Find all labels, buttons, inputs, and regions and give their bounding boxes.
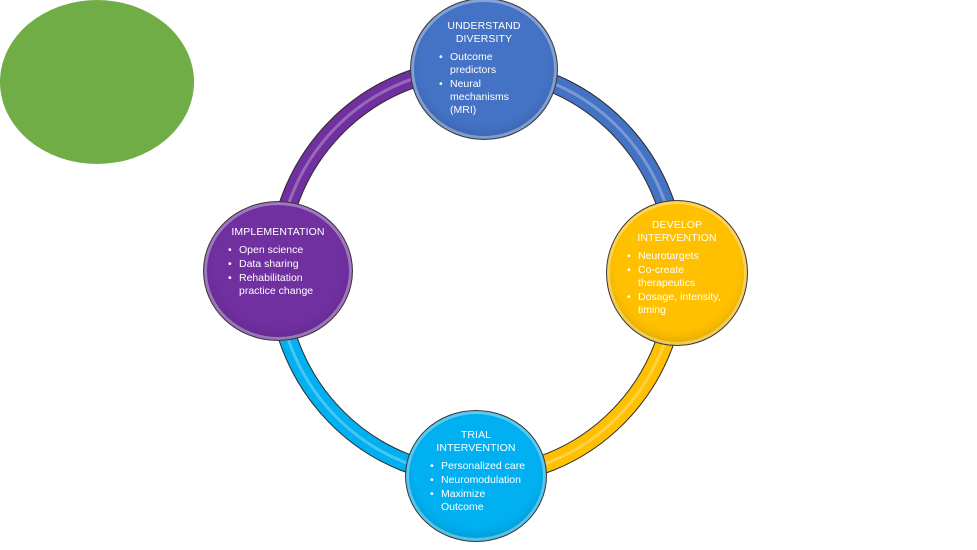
bullet-icon: • (627, 291, 631, 303)
node-bullet-text: therapeutics (638, 277, 696, 289)
node-bullet-item: • Neuromodulation (430, 474, 525, 487)
node-bullet-text: Rehabilitation (239, 272, 303, 284)
node-bullet-text: predictors (450, 64, 497, 76)
node-bullet-text: Data sharing (239, 258, 299, 270)
node-title-line: UNDERSTAND (447, 20, 521, 32)
node-bullet-text: (MRI) (450, 104, 477, 116)
node-title-line: TRIAL (460, 429, 492, 441)
bullet-icon: • (627, 250, 631, 262)
node-bullet-item: • Data sharing (228, 258, 313, 271)
node-bullet-text: practice change (239, 285, 314, 297)
node-bullet-text: Neurotargets (638, 250, 699, 262)
node-bullet-text: Open science (239, 244, 304, 256)
node-bullet-item: • Personalized care (430, 460, 525, 473)
node-bullet-list: • Personalized care • Neuromodulation • Maxim… (430, 460, 525, 515)
node-bullet-text: Neuromodulation (441, 474, 521, 486)
node-title: IMPLEMENTATION (204, 226, 352, 239)
node-bullet-text: mechanisms (450, 91, 509, 103)
node-bullet-text: Outcome (450, 51, 493, 63)
bullet-icon: • (439, 78, 443, 90)
node-bullet-item: • Dosage, intensity,timing (627, 291, 721, 317)
node-bullet-item: • Open science (228, 244, 313, 257)
node-bullet-list: • Open science • Data sharing • Rehabilitatio… (228, 244, 313, 299)
node-bullet-text: Dosage, intensity, (638, 291, 721, 303)
node-title-line: INTERVENTION (436, 442, 516, 454)
node-bullet-text: Neural (450, 78, 481, 90)
node-bullet-text: Outcome (441, 501, 484, 513)
node-title-line: IMPLEMENTATION (231, 226, 325, 238)
bullet-icon: • (627, 264, 631, 276)
node-bullet-text: Personalized care (441, 460, 526, 472)
bullet-icon: • (439, 51, 443, 63)
node-title-line: DIVERSITY (455, 33, 513, 45)
bullet-icon: • (228, 258, 232, 270)
node-title-line: INTERVENTION (637, 232, 717, 244)
node-title-line: DEVELOP (651, 219, 703, 231)
node-bullet-text: Co-create (638, 264, 685, 276)
bullet-icon: • (430, 460, 434, 472)
node-bullet-text: timing (638, 304, 667, 316)
bullet-icon: • (228, 272, 232, 284)
node-bullet-text: Maximize (441, 488, 486, 500)
bullet-icon: • (430, 474, 434, 486)
bullet-icon: • (228, 244, 232, 256)
cycle-node-implementation: IMPLEMENTATION • Open science • Data sharing… (203, 201, 353, 341)
bullet-icon: • (430, 488, 434, 500)
node-bullet-item: • Neurotargets (627, 250, 721, 263)
